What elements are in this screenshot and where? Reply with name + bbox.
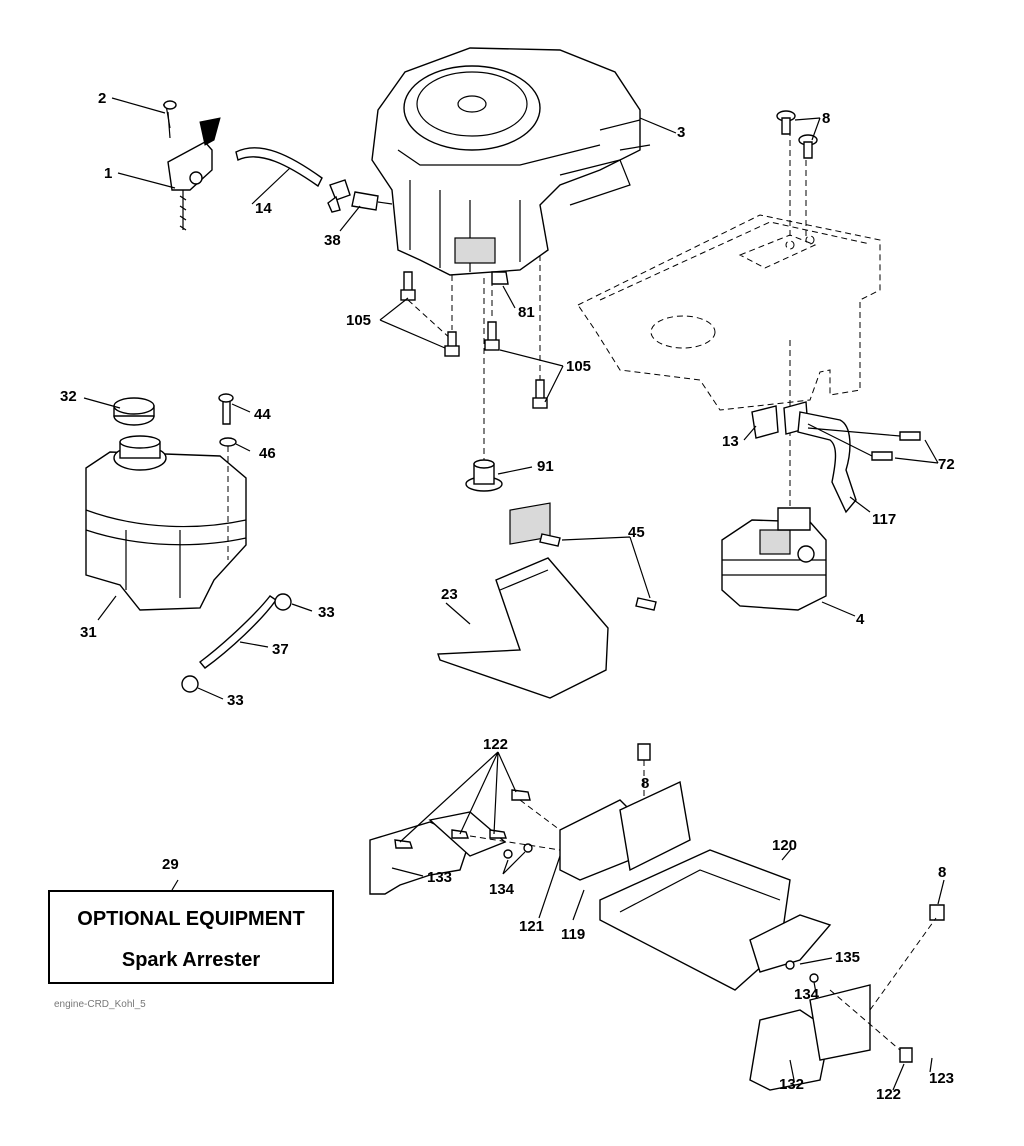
fuel-line-part [235,147,393,213]
label-part-134-left: 134 [489,881,515,898]
fuel-tank-part [85,393,247,611]
label-part-46: 46 [259,445,276,462]
label-part-72: 72 [938,456,955,473]
label-part-44: 44 [254,406,271,423]
label-part-13: 13 [722,433,739,450]
fuel-hose-part [181,593,292,693]
mount-bolts-part [776,110,818,159]
bushing-part [465,459,503,492]
label-part-31: 31 [80,624,97,641]
label-part-123: 123 [929,1070,955,1087]
label-part-33-bottom: 33 [227,692,244,709]
label-part-135: 135 [835,949,861,966]
spark-arrester-part [369,743,945,1091]
engine-part [371,47,651,276]
label-part-105-left: 105 [346,312,372,329]
label-part-2: 2 [98,90,107,107]
optional-equipment-subtitle: Spark Arrester [121,949,261,971]
label-part-32: 32 [60,388,77,405]
label-part-23: 23 [441,586,458,603]
label-part-29: 29 [162,856,179,873]
label-part-14: 14 [255,200,272,217]
label-part-33-top: 33 [318,604,335,621]
label-part-105-right: 105 [566,358,592,375]
engine-bolts-part [400,255,548,460]
label-part-119: 119 [561,926,586,943]
label-part-133: 133 [427,869,453,886]
label-part-3: 3 [677,124,686,141]
label-part-8-right: 8 [938,864,947,881]
optional-equipment-title: OPTIONAL EQUIPMENT [77,908,305,930]
heat-shield-part [437,502,657,699]
label-part-91: 91 [537,458,554,475]
muffler-part [721,507,827,611]
label-part-132: 132 [779,1076,805,1093]
label-part-45: 45 [628,524,645,541]
diagram-filename: engine-CRD_Kohl_5 [54,999,146,1010]
leader-lines [83,97,945,1091]
label-part-122-top: 122 [483,736,509,753]
label-part-81: 81 [518,304,535,321]
exhaust-part [751,401,921,514]
label-part-121: 121 [519,918,545,935]
label-part-120: 120 [772,837,798,854]
optional-equipment-box: OPTIONAL EQUIPMENT Spark Arrester [48,890,334,984]
label-part-4: 4 [856,611,865,628]
label-part-8-top: 8 [822,110,831,127]
label-part-38: 38 [324,232,341,249]
label-part-117: 117 [872,511,897,528]
label-part-8-mid: 8 [641,775,650,792]
label-part-122-bottom: 122 [876,1086,902,1103]
label-part-134-right: 134 [794,986,820,1003]
label-part-37: 37 [272,641,289,658]
label-part-1: 1 [104,165,113,182]
throttle-control-part [162,100,221,231]
